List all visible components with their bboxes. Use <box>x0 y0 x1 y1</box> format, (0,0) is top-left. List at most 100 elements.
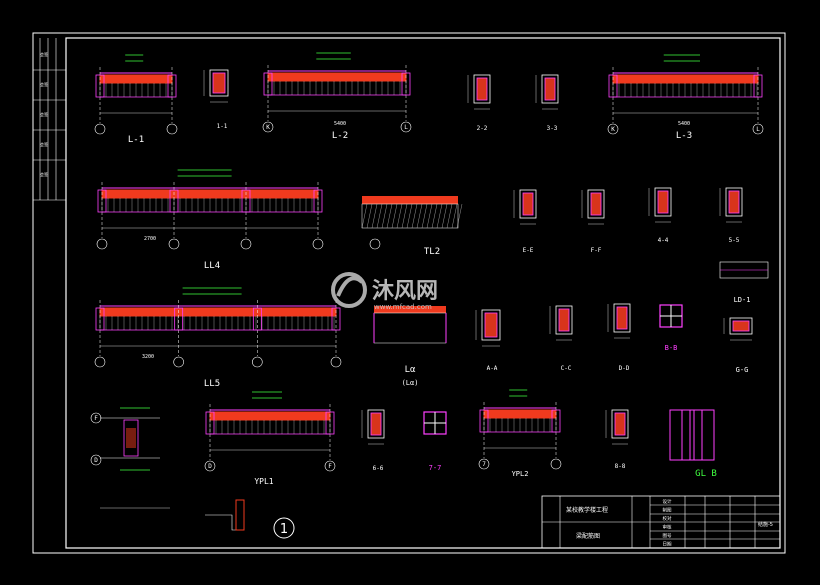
label-l-1: L-1 <box>128 135 144 145</box>
label-7-7: 7-7 <box>429 464 442 472</box>
section-2-2 <box>467 74 491 110</box>
axis-bubble <box>400 121 412 133</box>
label-f-f: F-F <box>591 247 602 254</box>
section-b-b <box>659 304 683 328</box>
axis-bubble <box>168 238 180 250</box>
axis-bubble <box>173 356 184 368</box>
label-ld-1: LD-1 <box>734 296 751 304</box>
section-1-1 <box>203 69 229 103</box>
watermark-text: 沐风网 <box>372 279 438 304</box>
dim-l-2: 5400 <box>334 121 346 127</box>
axis-bubble <box>262 121 274 133</box>
section-8-8 <box>605 409 629 445</box>
axis-bubble <box>96 238 108 250</box>
axis-bubble <box>312 238 324 250</box>
label-lo-sub: (Lα) <box>402 379 419 387</box>
column-detail-d-f: FD <box>90 407 170 509</box>
strip-label: 会签 <box>40 141 48 147</box>
outer-frame <box>32 32 786 554</box>
title-project: 某校教学楼工程 <box>566 506 608 514</box>
beam-elevation-l-1 <box>94 54 178 135</box>
label-1-1: 1-1 <box>217 123 228 130</box>
strip-label: 会签 <box>40 51 48 57</box>
title-field: 校对 <box>663 515 672 522</box>
label-2-2: 2-2 <box>477 125 488 132</box>
inner-frame <box>65 37 781 549</box>
label-c-c: C-C <box>561 365 572 372</box>
axis-label: L <box>404 124 408 131</box>
beam-elevation-ypl2: 7 <box>478 389 562 470</box>
dim-l-3: 5400 <box>678 121 690 127</box>
watermark: 沐风网 www.mfcad.com <box>331 272 438 311</box>
axis-label: L <box>756 126 760 133</box>
axis-label: K <box>611 126 615 133</box>
axis-label: D <box>208 463 212 470</box>
axis-bubble <box>324 460 336 472</box>
strip-label: 会签 <box>40 81 48 87</box>
beam-elevation-lo <box>373 306 447 344</box>
axis-label: F <box>328 463 332 470</box>
section-a-a <box>475 309 501 347</box>
beam-elevation-ll5 <box>94 287 342 368</box>
title-sheet: 梁配筋图 <box>576 532 600 540</box>
beam-elevation-tl2 <box>361 196 463 250</box>
label-tl2: TL2 <box>424 247 440 257</box>
label-gl: GL B <box>695 469 717 479</box>
title-field: 制图 <box>663 507 672 514</box>
axis-bubble <box>94 356 106 368</box>
axis-bubble <box>478 458 490 470</box>
section-e-e <box>513 189 537 225</box>
detail-1: 1 <box>205 499 295 539</box>
section-c-c <box>549 305 573 341</box>
label-ypl1: YPL1 <box>254 477 273 486</box>
label-l-3: L-3 <box>676 131 692 141</box>
label-a-a: A-A <box>487 365 498 372</box>
strip-label: 会签 <box>40 171 48 177</box>
label-6-6: 6-6 <box>373 465 384 472</box>
title-field: 设计 <box>663 498 672 505</box>
axis-bubble <box>240 238 252 250</box>
label-d-d: D-D <box>619 365 630 372</box>
section-7-7 <box>423 411 447 435</box>
axis-label-d: D <box>94 457 98 464</box>
label-ypl2: YPL2 <box>512 470 529 478</box>
detail-ld-1 <box>719 261 769 279</box>
label-lo: Lα <box>405 365 416 375</box>
title-field: 审核 <box>663 524 672 531</box>
label-4-4: 4-4 <box>658 237 669 244</box>
section-6-6 <box>361 409 385 445</box>
detail-gl <box>669 409 715 461</box>
section-g-g <box>723 317 753 341</box>
axis-bubble <box>550 458 562 470</box>
axis-bubble <box>204 460 216 472</box>
axis-label-f: F <box>94 415 98 422</box>
dim-ll5: 3200 <box>142 354 154 360</box>
axis-bubble <box>94 123 106 135</box>
section-3-3 <box>535 74 559 110</box>
circled-number-1 <box>273 517 295 539</box>
watermark-url: www.mfcad.com <box>374 303 432 311</box>
axis-bubble <box>607 123 619 135</box>
label-8-8: 8-8 <box>615 463 626 470</box>
axis-bubble <box>166 123 178 135</box>
title-field: 图号 <box>663 533 672 539</box>
label-ll4: LL4 <box>204 261 220 271</box>
label-e-e: E-E <box>523 247 534 254</box>
title-field: 日期 <box>663 542 672 548</box>
axis-bubble <box>752 123 764 135</box>
axis-bubble <box>330 356 342 368</box>
title-sheet-number: 结施-5 <box>758 521 773 528</box>
section-d-d <box>607 303 631 339</box>
label-b-b: B-B <box>665 344 678 352</box>
section-4-4 <box>648 187 672 223</box>
label-g-g: G-G <box>736 366 749 374</box>
beam-elevation-ll4 <box>96 169 324 250</box>
label-5-5: 5-5 <box>729 237 740 244</box>
section-5-5 <box>719 187 743 223</box>
dim-ll4: 2700 <box>144 236 156 242</box>
